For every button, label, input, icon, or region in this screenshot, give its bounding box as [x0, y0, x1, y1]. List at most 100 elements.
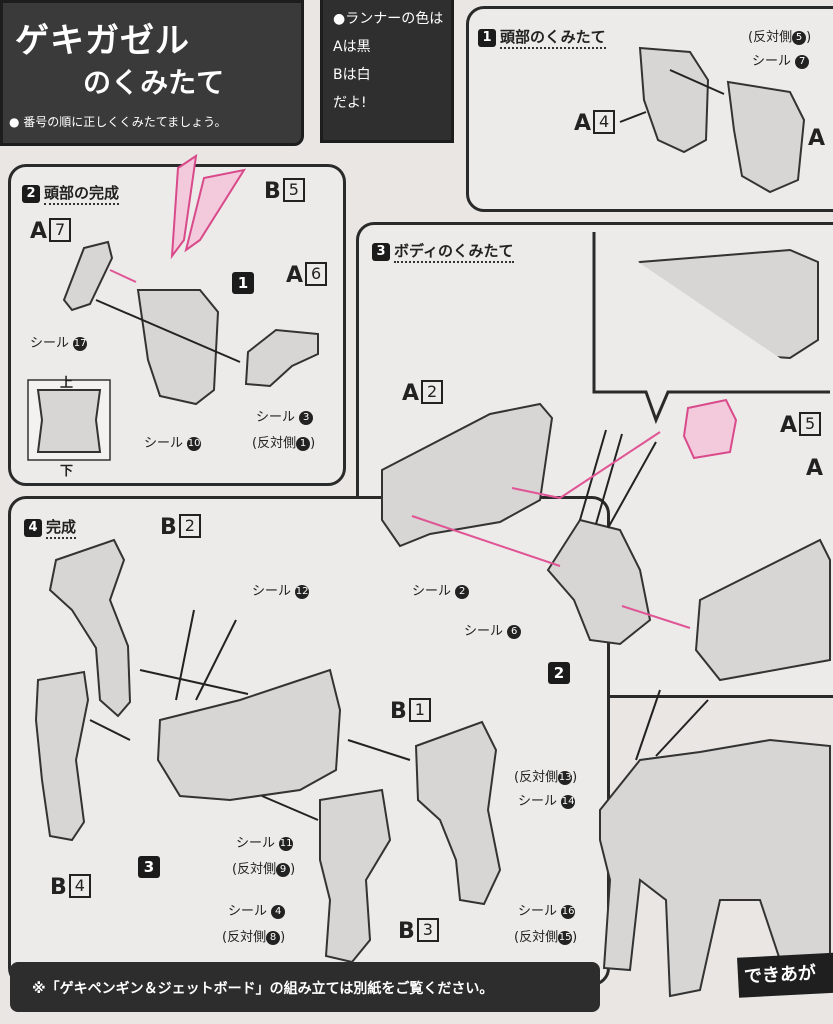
head-part-a-right — [726, 80, 806, 194]
part-number: 3 — [416, 918, 439, 942]
runner-color-note: ●ランナーの色は Aは黒 Bは白 だよ! — [320, 0, 454, 143]
seal16-label: シール 16 — [518, 900, 576, 919]
seal-number: 17 — [73, 337, 88, 351]
step3-title: ボディのくみたて — [394, 240, 514, 263]
ear-part-a7 — [62, 240, 114, 312]
runner-line-4: だよ! — [333, 95, 367, 111]
down-label: 下 — [60, 464, 74, 479]
part-letter: B — [160, 515, 177, 540]
instruction-note: ● 番号の順に正しくくみたてましょう。 — [9, 115, 227, 129]
part-letter: B — [398, 919, 415, 944]
seal-text: シール — [252, 584, 292, 599]
seal-text: シール — [412, 584, 452, 599]
close-paren: ) — [290, 862, 296, 877]
seal12-label: シール 12 — [252, 580, 310, 599]
step1-header: 1 頭部のくみたて — [478, 26, 606, 49]
part-letter: A — [780, 413, 798, 438]
leg-b1 — [414, 720, 502, 906]
part-letter: B — [264, 179, 281, 204]
part-letter: A — [402, 381, 420, 406]
seal3-label: シール 3 — [256, 406, 314, 425]
part-letter: B — [50, 875, 67, 900]
close-paren: ) — [310, 436, 316, 451]
part-number: 4 — [68, 874, 91, 898]
part-letter: A — [30, 219, 48, 244]
step2-number: 2 — [22, 184, 40, 203]
horns-b5 — [170, 153, 247, 260]
head-assembly — [136, 289, 220, 406]
step3-number: 3 — [372, 242, 390, 261]
footer-note-text: ※「ゲキペンギン＆ジェットボード」の組み立ては別紙をご覧ください。 — [32, 981, 494, 997]
opposite-text: (反対側 — [514, 770, 559, 785]
part-number: 5 — [282, 178, 305, 202]
seal-text: シール — [256, 410, 296, 425]
close-paren: ) — [806, 30, 812, 45]
page-title: ゲキガゼル — [15, 21, 190, 61]
step2-header: 2 頭部の完成 — [22, 182, 120, 205]
seal4-label: シール 4 — [228, 900, 286, 919]
seal17-label: シール 17 — [30, 332, 88, 351]
title-banner: ゲキガゼル のくみたて ● 番号の順に正しくくみたてましょう。 — [0, 0, 304, 146]
completed-badge: できあが — [737, 952, 833, 998]
opposite-text: (反対側 — [748, 30, 793, 45]
part-letter: A — [808, 126, 826, 151]
part-number: 2 — [421, 380, 444, 404]
part-letter: A — [286, 263, 304, 288]
close-paren: ) — [572, 930, 578, 945]
seal-number: 7 — [795, 55, 810, 69]
step4-title: 完成 — [46, 516, 77, 539]
part-number: 7 — [49, 218, 72, 242]
head-part-a4 — [638, 46, 710, 154]
leg-b3 — [319, 788, 392, 964]
step-ref-1: 1 — [232, 272, 254, 294]
step3-header: 3 ボディのくみたて — [372, 240, 514, 263]
seal14-label: シール 14 — [518, 790, 576, 809]
seal-text: シール — [30, 336, 70, 351]
part-number: 5 — [799, 412, 822, 436]
seal-text: シール — [752, 54, 792, 69]
face-part-a6 — [244, 328, 319, 388]
seal-number: 5 — [792, 31, 807, 45]
opposite-text: (反対側 — [514, 930, 559, 945]
seal-number: 2 — [455, 585, 470, 599]
seal-number: 9 — [276, 863, 291, 877]
step1-title: 頭部のくみたて — [500, 26, 606, 49]
step-ref-3: 3 — [138, 856, 160, 878]
seal-number: 14 — [561, 795, 576, 809]
seal-number: 3 — [299, 411, 314, 425]
opposite-text: (反対側 — [252, 436, 297, 451]
step2-title: 頭部の完成 — [44, 182, 120, 205]
footer-note-bar: ※「ゲキペンギン＆ジェットボード」の組み立ては別紙をご覧ください。 — [10, 962, 600, 1012]
page-subtitle: のくみたて — [83, 66, 225, 99]
leg-b4 — [34, 670, 90, 842]
step4-header: 4 完成 — [24, 516, 77, 539]
part-label-a-right: A — [808, 126, 825, 151]
seal-text: シール — [518, 794, 558, 809]
seal-number: 1 — [296, 437, 311, 451]
seal-text: シール — [464, 624, 504, 639]
seal-number: 12 — [295, 585, 310, 599]
seal2-label: シール 2 — [412, 580, 470, 599]
part-letter: A — [574, 111, 592, 136]
seal-number: 8 — [266, 931, 281, 945]
opp15-label: (反対側15) — [514, 926, 577, 945]
close-paren: ) — [572, 770, 578, 785]
seal-number: 4 — [271, 905, 286, 919]
step4-number: 4 — [24, 518, 42, 537]
step-ref-2: 2 — [548, 662, 570, 684]
body-right-a1 — [694, 538, 831, 682]
part-number: 4 — [593, 110, 616, 134]
